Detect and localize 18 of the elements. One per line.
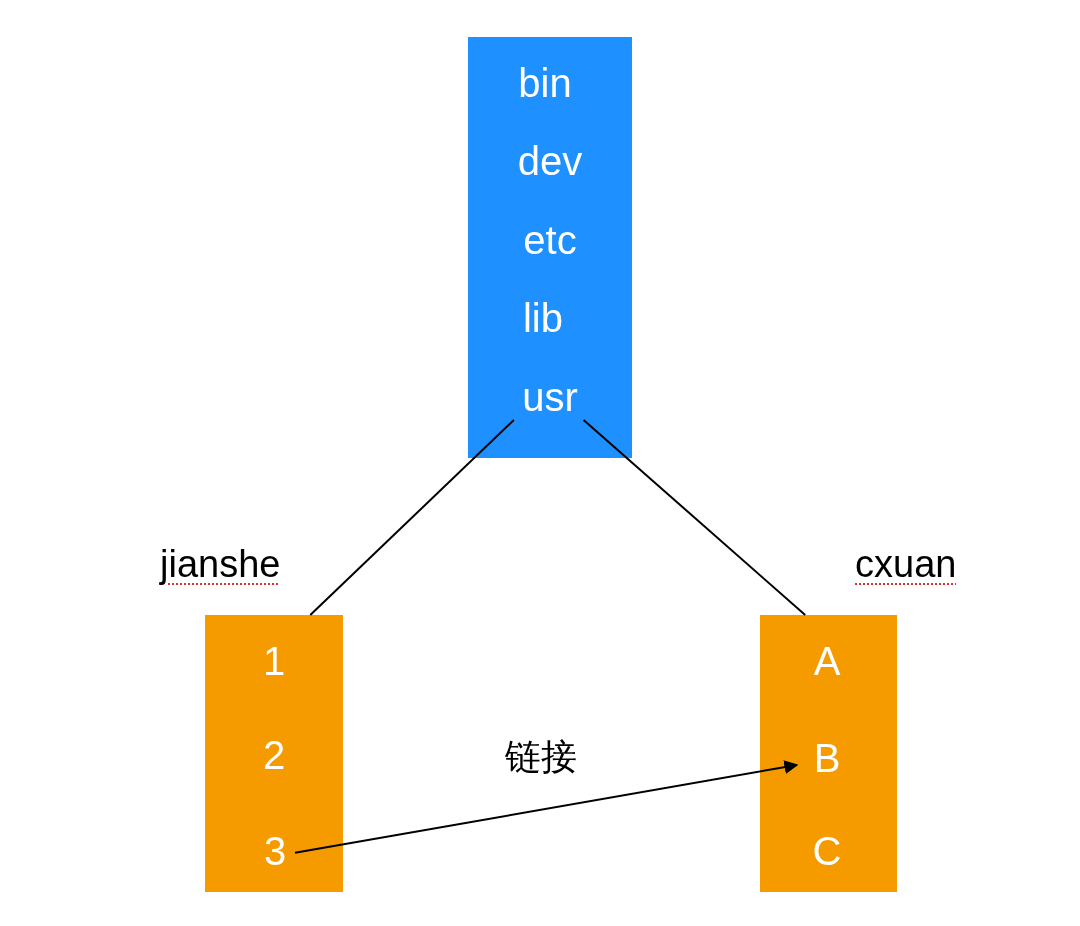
- entry-text: dev: [505, 138, 595, 184]
- directory-box: [468, 37, 632, 458]
- entry-text: A: [797, 638, 857, 684]
- entry-text: C: [797, 828, 857, 874]
- connector-line: [582, 419, 807, 616]
- entry-text: 3: [255, 828, 295, 874]
- connector-line: [309, 419, 515, 616]
- folder-name: jianshe: [160, 543, 281, 586]
- entry-text: B: [797, 735, 857, 781]
- entry-text: 1: [252, 638, 296, 684]
- arrow: [294, 760, 799, 854]
- folder-name: cxuan: [855, 543, 957, 586]
- entry-text: usr: [508, 374, 592, 420]
- entry-text: bin: [505, 60, 585, 106]
- entry-text: lib: [508, 295, 578, 341]
- link-label: 链接: [505, 735, 577, 779]
- entry-text: 2: [252, 732, 296, 778]
- entry-text: etc: [508, 217, 592, 263]
